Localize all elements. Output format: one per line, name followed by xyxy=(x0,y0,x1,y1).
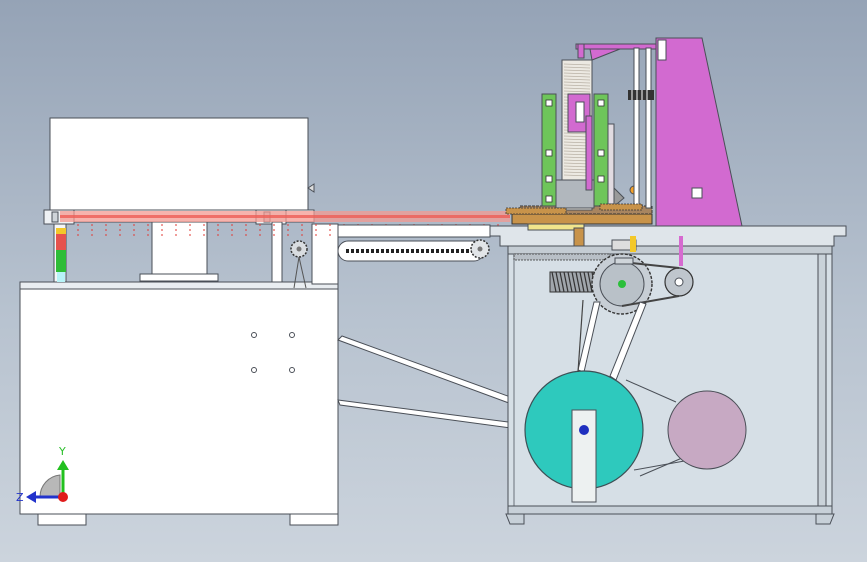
left-foot-1 xyxy=(37,513,87,526)
axis-triad: Y Z xyxy=(16,445,69,504)
upper-housing xyxy=(49,117,309,211)
pink-motor-pulley xyxy=(667,390,747,470)
sensor-green-band xyxy=(56,250,66,272)
bolt xyxy=(289,332,295,338)
work-plate xyxy=(511,213,653,225)
left-foot-2 xyxy=(289,513,339,526)
axis-y-label: Y xyxy=(58,445,66,458)
motor-bracket xyxy=(571,409,597,503)
drive-axle xyxy=(579,425,589,435)
right-machine xyxy=(489,37,847,525)
bolt xyxy=(289,367,295,373)
conveyor-belt xyxy=(337,224,491,262)
left-cabinet-top-strip xyxy=(19,281,339,290)
magenta-column xyxy=(655,37,743,227)
bolt xyxy=(251,367,257,373)
center-pedestal xyxy=(151,221,208,277)
sensor-yellow-band xyxy=(56,228,66,234)
bolt xyxy=(251,332,257,338)
threaded-nut xyxy=(628,90,654,100)
sensor-red-band xyxy=(56,234,66,250)
side-column xyxy=(311,223,339,285)
axis-z-label: Z xyxy=(16,491,24,504)
left-base-cabinet xyxy=(19,281,339,515)
left-machine xyxy=(19,117,339,526)
